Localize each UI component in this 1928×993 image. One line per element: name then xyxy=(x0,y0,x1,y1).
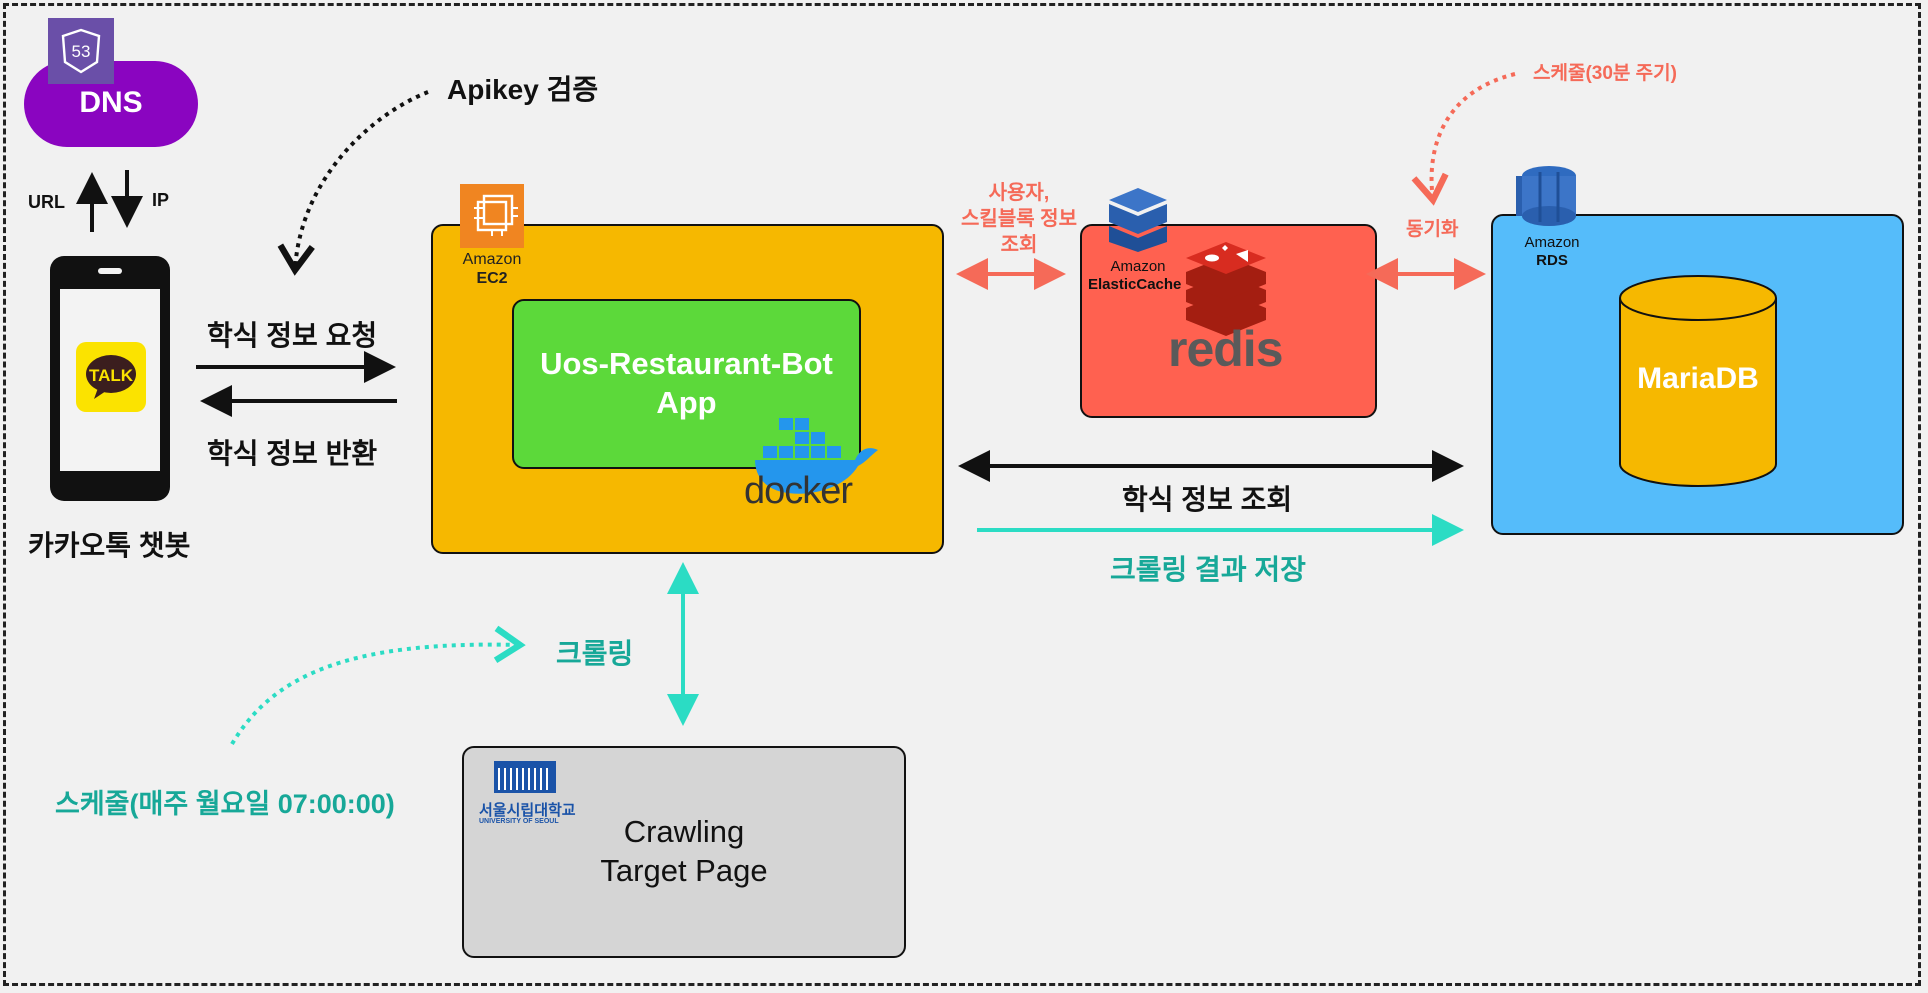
university-name-kr: 서울시립대학교 xyxy=(479,802,576,819)
request-label: 학식 정보 요청 xyxy=(207,320,378,351)
crawl-label: 크롤링 xyxy=(556,638,634,669)
apikey-label: Apikey 검증 xyxy=(447,74,599,105)
ip-label: IP xyxy=(152,190,170,210)
return-label: 학식 정보 반환 xyxy=(207,438,378,469)
elasticache-amazon-label: Amazon xyxy=(1110,258,1166,275)
docker-label: docker xyxy=(744,470,853,512)
elasticache-icon xyxy=(1109,188,1167,252)
crawl-target-line2: Target Page xyxy=(600,853,768,888)
university-name-en: UNIVERSITY OF SEOUL xyxy=(479,818,559,825)
schedule-weekly-arrow xyxy=(230,625,526,746)
sync-label: 동기화 xyxy=(1406,219,1459,240)
mariadb-label: MariaDB xyxy=(1637,362,1759,395)
app-title-line2: App xyxy=(656,385,717,420)
route53-icon xyxy=(48,18,114,84)
redis-icon xyxy=(1186,242,1266,336)
url-label: URL xyxy=(28,192,65,212)
elasticache-name-label: ElasticCache xyxy=(1088,276,1182,293)
diagram-frame xyxy=(3,3,1921,986)
save-label: 크롤링 결과 저장 xyxy=(1110,554,1306,585)
mariadb-cylinder xyxy=(1619,275,1777,487)
university-logo-icon xyxy=(494,761,556,793)
docker-icon xyxy=(755,418,878,494)
app-title-line1: Uos-Restaurant-Bot xyxy=(540,346,833,381)
route53-badge: 53 xyxy=(71,42,91,61)
rds-icon xyxy=(1516,166,1576,226)
rds-amazon-label: Amazon xyxy=(1524,234,1580,251)
kakaotalk-talk-label: TALK xyxy=(88,366,134,385)
ec2-icon xyxy=(460,184,524,248)
chatbot-caption: 카카오톡 챗봇 xyxy=(28,530,191,561)
ec2-name-label: EC2 xyxy=(476,270,508,287)
apikey-arrow xyxy=(277,90,429,276)
ec2-amazon-label: Amazon xyxy=(462,251,522,268)
dns-label: DNS xyxy=(79,86,143,119)
cache-query-line3: 조회 xyxy=(1000,234,1038,256)
cache-query-line2: 스킬블록 정보 xyxy=(961,208,1077,230)
schedule-weekly-label: 스케줄(매주 월요일 07:00:00) xyxy=(55,789,395,819)
kakaotalk-icon xyxy=(76,342,146,412)
redis-label: redis xyxy=(1168,321,1284,377)
crawl-target-line1: Crawling xyxy=(623,814,745,849)
schedule-30min-label: 스케줄(30분 주기) xyxy=(1533,63,1677,84)
lookup-label: 학식 정보 조회 xyxy=(1122,484,1293,515)
schedule-30min-arrow xyxy=(1411,72,1516,206)
rds-name-label: RDS xyxy=(1536,252,1568,269)
cache-query-line1: 사용자, xyxy=(988,182,1050,204)
